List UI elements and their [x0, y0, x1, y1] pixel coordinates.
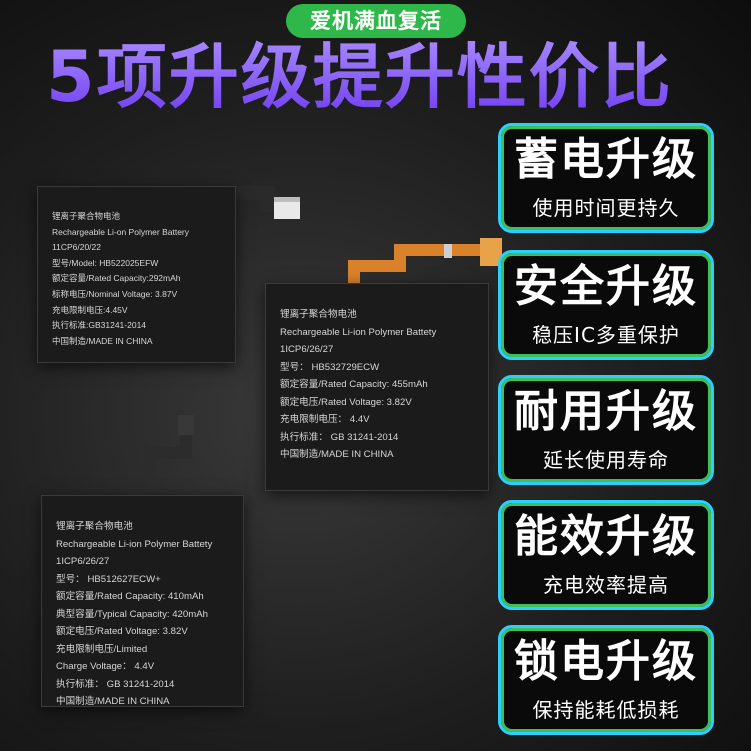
battery-label-line: 1ICP6/26/27 — [280, 344, 334, 355]
battery-label-line: 典型容量/Typical Capacity: 420mAh — [56, 608, 208, 620]
battery-label-line: Rechargeable Li-ion Polymer Battety — [56, 538, 213, 550]
battery-label-line: 锂离子聚合物电池 — [52, 211, 121, 221]
battery-label-line: 充电限制电压/Limited — [56, 643, 148, 655]
feature-subtitle: 延长使用寿命 — [543, 448, 669, 472]
promo-badge: 爱机满血复活 — [286, 4, 466, 38]
feature-card-efficiency: 能效升级 充电效率提高 — [498, 500, 714, 610]
feature-card-durability: 耐用升级 延长使用寿命 — [498, 375, 714, 485]
battery-label-line: 执行标准： GB 31241-2014 — [56, 678, 175, 690]
battery-label-line: 型号/Model: HB522025EFW — [52, 257, 159, 268]
battery-label-line: 中国制造/MADE IN CHINA — [280, 449, 394, 460]
battery-label-line: 中国制造/MADE IN CHINA — [52, 335, 153, 346]
feature-subtitle: 使用时间更持久 — [532, 196, 680, 220]
battery-label-line: 额定容量/Rated Capacity: 455mAh — [280, 379, 428, 390]
feature-card-capacity: 蓄电升级 使用时间更持久 — [498, 123, 714, 233]
feature-title: 锁电升级 — [514, 636, 698, 687]
battery-1: 锂离子聚合物电池 Rechargeable Li-on Polymer Batte… — [37, 186, 236, 363]
battery-2: 锂离子聚合物电池 Rechargeable Li-ion Polymer Batt… — [265, 283, 489, 491]
battery-label-line: 执行标准:GB31241-2014 — [52, 320, 147, 331]
headline: 5项升级提升性价比 — [46, 34, 736, 120]
battery-1-flex-cable — [230, 186, 300, 219]
feature-card-safety: 安全升级 稳压IC多重保护 — [498, 250, 714, 360]
feature-title: 能效升级 — [514, 511, 698, 562]
battery-label-line: Charge Voltage： 4.4V — [56, 661, 155, 672]
battery-label-line: 1ICP6/26/27 — [56, 556, 110, 567]
feature-title: 耐用升级 — [514, 386, 698, 437]
feature-subtitle: 保持能耗低损耗 — [532, 698, 680, 722]
battery-label-line: 中国制造/MADE IN CHINA — [56, 696, 170, 707]
battery-label-line: 锂离子聚合物电池 — [56, 521, 133, 532]
battery-label-line: Rechargeable Li-on Polymer Battery — [52, 226, 190, 237]
battery-label-line: 型号： HB532729ECW — [280, 361, 380, 373]
battery-label-line: 锂离子聚合物电池 — [280, 309, 357, 320]
feature-title: 安全升级 — [514, 261, 698, 312]
battery-3: 锂离子聚合物电池 Rechargeable Li-ion Polymer Batt… — [41, 495, 244, 707]
battery-label-line: 型号： HB512627ECW+ — [56, 573, 161, 585]
battery-label-line: 额定电压/Rated Voltage: 3.82V — [280, 396, 412, 408]
feature-card-power-lock: 锁电升级 保持能耗低损耗 — [498, 625, 714, 735]
battery-3-flex-cable — [128, 415, 194, 501]
battery-label-line: Rechargeable Li-ion Polymer Battety — [280, 326, 437, 338]
battery-label-line: 标称电压/Nominal Voltage: 3.87V — [52, 288, 178, 299]
battery-label-line: 充电限制电压:4.45V — [52, 304, 128, 315]
battery-2-flex-cable — [348, 238, 502, 294]
feature-title: 蓄电升级 — [514, 134, 698, 185]
battery-2-label: 锂离子聚合物电池 Rechargeable Li-ion Polymer Batt… — [280, 306, 436, 464]
battery-label-line: 11CP6/20/22 — [52, 242, 101, 253]
battery-label-line: 额定容量/Rated Capacity:292mAh — [52, 273, 181, 284]
battery-label-line: 额定容量/Rated Capacity: 410mAh — [56, 591, 204, 602]
battery-1-label: 锂离子聚合物电池 Rechargeable Li-on Polymer Batte… — [52, 209, 189, 349]
battery-label-line: 执行标准： GB 31241-2014 — [280, 431, 399, 443]
feature-subtitle: 稳压IC多重保护 — [532, 323, 680, 347]
feature-subtitle: 充电效率提高 — [543, 573, 669, 597]
battery-3-label: 锂离子聚合物电池 Rechargeable Li-ion Polymer Batt… — [56, 518, 212, 711]
battery-label-line: 额定电压/Rated Voltage: 3.82V — [56, 626, 188, 637]
battery-label-line: 充电限制电压： 4.4V — [280, 414, 370, 425]
